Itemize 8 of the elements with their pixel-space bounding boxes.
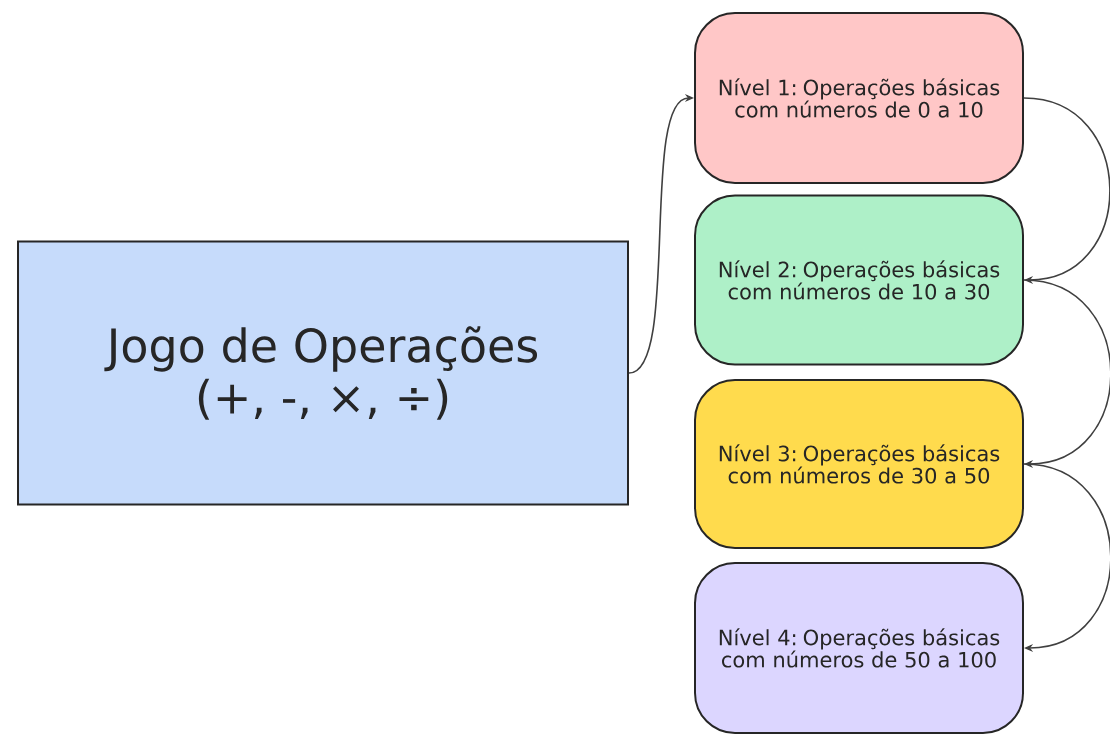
arrow — [1023, 463, 1110, 653]
level-box: Nível 2: Operações básicas com números de 10 a 30 — [694, 194, 1024, 366]
level-box: Nível 1: Operações básicas com números de 0 a 10 — [694, 12, 1024, 184]
level-box: Nível 4: Operações básicas com números de 50 a 100 — [694, 562, 1024, 734]
level-box: Nível 3: Operações básicas com números de 30 a 50 — [694, 379, 1024, 549]
arrow — [1023, 97, 1110, 285]
arrow — [1023, 279, 1110, 469]
title-box: Jogo de Operações (+, -, ×, ÷) — [17, 240, 629, 506]
